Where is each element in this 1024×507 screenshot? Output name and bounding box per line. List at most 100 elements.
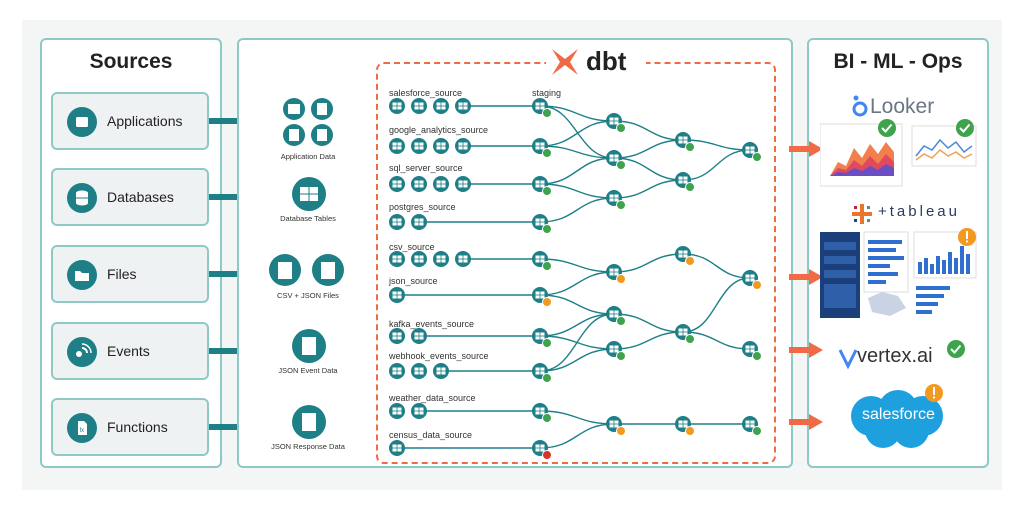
events-icon xyxy=(67,337,97,367)
ok-check-icon xyxy=(542,148,552,158)
arrow-right-icon xyxy=(789,141,823,157)
bi-title: BI - ML - Ops xyxy=(833,50,963,73)
database-icon xyxy=(67,183,97,213)
looker-logo-icon xyxy=(852,95,868,117)
ok-check-icon xyxy=(616,123,626,133)
dbt-source-name: csv_source xyxy=(389,242,435,252)
lineage-edge xyxy=(682,139,751,151)
tableau-logo-icon xyxy=(852,204,872,224)
salesforce-logo-icon xyxy=(851,390,943,448)
source-databases[interactable]: Databases xyxy=(51,168,209,226)
lineage-edge xyxy=(613,313,684,333)
dbt-source-name: postgres_source xyxy=(389,202,456,212)
lineage-edge xyxy=(613,139,684,159)
svg-text:fx: fx xyxy=(80,428,85,434)
lineage-edge xyxy=(539,258,615,273)
ok-check-icon xyxy=(616,316,626,326)
dbt-source-name: webhook_events_source xyxy=(389,351,489,361)
warning-icon xyxy=(685,426,695,436)
ok-check-icon xyxy=(685,182,695,192)
lineage-edge xyxy=(539,183,615,199)
ok-check-icon xyxy=(542,373,552,383)
source-files[interactable]: Files xyxy=(51,245,209,303)
lineage-edge xyxy=(539,105,615,122)
csv-json-files-icon xyxy=(269,254,344,286)
dbt-source-name: kafka_events_source xyxy=(389,319,475,329)
arrow-right-icon xyxy=(789,414,823,430)
lineage-edge xyxy=(539,157,615,185)
ok-check-icon xyxy=(542,261,552,271)
lineage-edge xyxy=(613,120,684,141)
arrow-right-icon xyxy=(789,269,823,285)
lineage-edge xyxy=(539,423,615,449)
looker-wordmark: Looker xyxy=(870,95,935,118)
lineage-edge xyxy=(682,149,751,181)
ok-check-icon xyxy=(947,340,965,358)
source-applications[interactable]: Applications xyxy=(51,92,209,150)
json-event-data-icon xyxy=(292,329,326,363)
staging-label: staging xyxy=(532,88,562,98)
type-label: JSON Event Data xyxy=(278,366,338,375)
ok-check-icon xyxy=(752,351,762,361)
salesforce-wordmark: salesforce xyxy=(862,406,935,423)
json-response-data-icon xyxy=(292,405,326,439)
type-label: JSON Response Data xyxy=(271,442,345,451)
lineage-edge xyxy=(613,331,684,350)
warning-icon xyxy=(925,384,943,402)
tableau-wordmark: +tableau xyxy=(878,203,960,220)
warning-icon xyxy=(616,274,626,284)
dbt-source-name: census_data_source xyxy=(389,430,473,440)
lineage-edge xyxy=(539,197,615,223)
type-label: CSV + JSON Files xyxy=(277,291,339,300)
source-events[interactable]: Events xyxy=(51,322,209,380)
warning-icon xyxy=(542,297,552,307)
ok-check-icon xyxy=(616,160,626,170)
lineage-edge xyxy=(539,105,615,159)
source-label: Databases xyxy=(107,189,174,205)
type-label: Application Data xyxy=(280,152,336,161)
type-label: Database Tables xyxy=(280,214,336,223)
app-window-icon xyxy=(67,107,97,137)
ok-check-icon xyxy=(542,108,552,118)
dbt-source-name: salesforce_source xyxy=(389,88,463,98)
ok-check-icon xyxy=(542,186,552,196)
warning-icon xyxy=(685,256,695,266)
lineage-edge xyxy=(613,157,684,181)
warning-icon xyxy=(752,280,762,290)
ok-check-icon xyxy=(956,119,974,137)
dbt-source-name: sql_server_source xyxy=(389,163,463,173)
dbt-logo: dbt xyxy=(546,46,646,78)
arrow-right-icon xyxy=(789,342,823,358)
source-functions[interactable]: fx Functions xyxy=(51,398,209,456)
vertex-ai-logo-icon xyxy=(838,349,858,370)
dbt-wordmark: dbt xyxy=(586,46,627,76)
sources-title: Sources xyxy=(89,50,173,73)
database-tables-icon xyxy=(292,177,326,211)
ok-check-icon xyxy=(752,152,762,162)
dbt-source-name: google_analytics_source xyxy=(389,125,489,135)
lineage-edge xyxy=(682,331,751,350)
ok-check-icon xyxy=(616,351,626,361)
vertex-ai-wordmark: vertex.ai xyxy=(857,345,933,367)
folder-icon xyxy=(67,260,97,290)
ok-check-icon xyxy=(752,426,762,436)
tableau-name: tableau xyxy=(889,203,960,220)
application-data-icon xyxy=(283,98,333,146)
lineage-edge xyxy=(539,294,615,315)
lineage-edge xyxy=(682,253,751,279)
source-label: Events xyxy=(107,343,150,359)
tableau-dashboard-thumbnail xyxy=(820,228,977,318)
function-icon: fx xyxy=(67,413,97,443)
ok-check-icon xyxy=(685,142,695,152)
lineage-edge xyxy=(539,313,615,372)
warning-icon xyxy=(616,426,626,436)
lineage-edge xyxy=(613,253,684,273)
lineage-edge xyxy=(613,179,684,199)
dbt-source-name: json_source xyxy=(389,276,438,286)
source-label: Files xyxy=(107,266,137,282)
ok-check-icon xyxy=(616,200,626,210)
error-icon xyxy=(542,450,552,460)
dbt-logo-icon xyxy=(552,49,578,75)
ok-check-icon xyxy=(542,338,552,348)
